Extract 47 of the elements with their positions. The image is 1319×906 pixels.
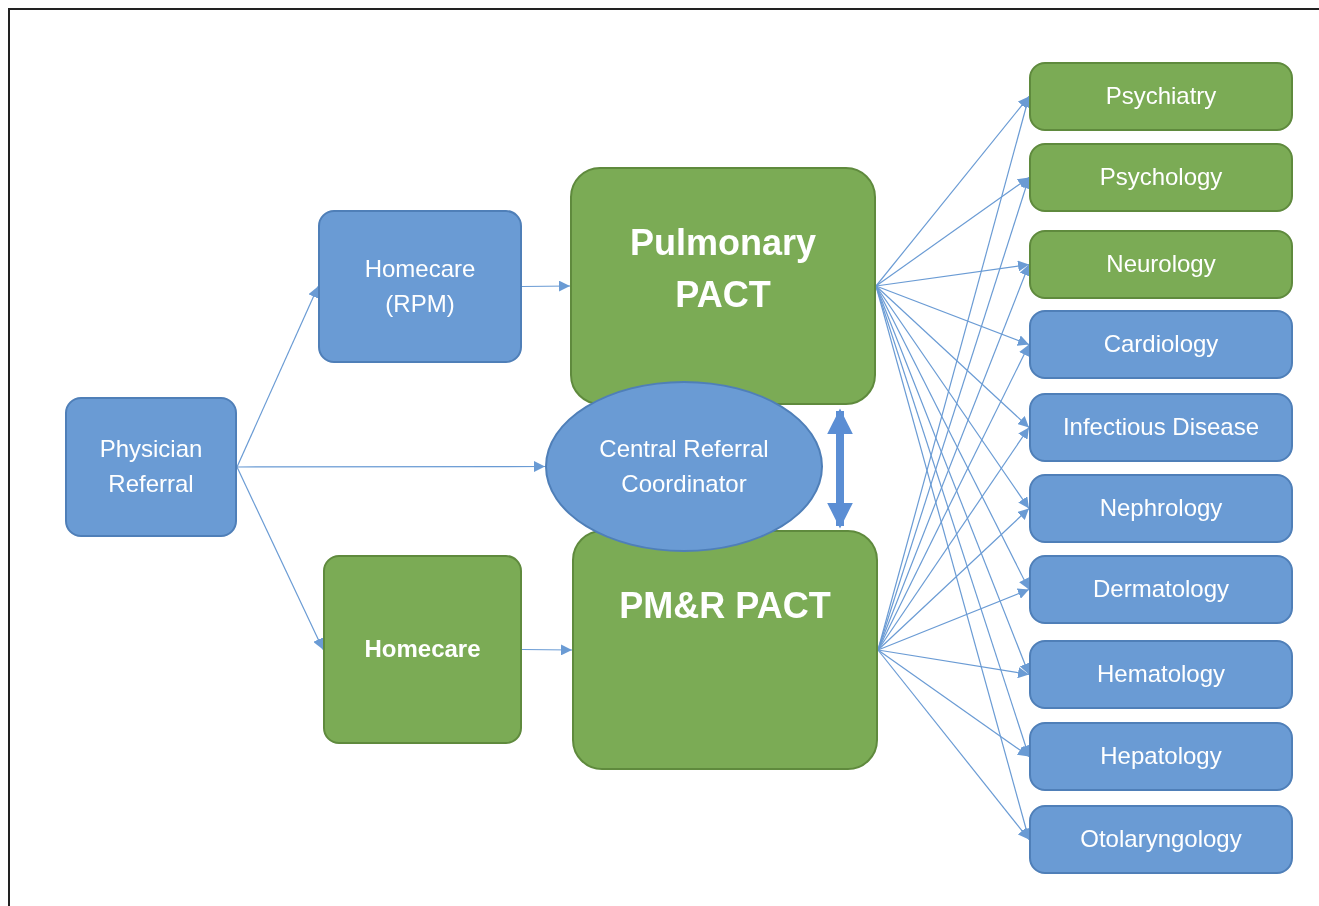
arrow: [877, 649, 1030, 679]
node-label: Infectious Disease: [1062, 412, 1260, 443]
process-box: [1029, 393, 1293, 462]
node-label: Psychology: [1099, 162, 1223, 193]
process-box: [1029, 62, 1293, 131]
process-box: [1029, 230, 1293, 299]
process-box: [570, 167, 876, 405]
node-label: Homecare: [364, 634, 481, 665]
arrow: [521, 280, 571, 292]
process-box: [1029, 805, 1293, 874]
node-label: Homecare (RPM): [363, 253, 477, 319]
arrow: [875, 285, 1030, 429]
arrow: [875, 260, 1030, 287]
node-label: PM&R PACT: [619, 584, 831, 628]
arrow: [521, 644, 573, 656]
arrow: [236, 461, 546, 472]
arrow: [875, 176, 1030, 287]
node-label: Physician Referral: [98, 434, 204, 499]
double-arrow: [827, 408, 853, 529]
node-label: Psychiatry: [1105, 81, 1217, 112]
node-label: Cardiology: [1103, 329, 1219, 360]
node-label: Hematology: [1096, 659, 1226, 690]
node-label: Central Referral Coordinator: [598, 433, 770, 499]
process-box: [1029, 555, 1293, 624]
arrow: [877, 649, 1030, 758]
process-box: [323, 555, 522, 744]
process-box: [1029, 143, 1293, 212]
node-label: Nephrology: [1099, 493, 1223, 524]
arrow: [875, 95, 1030, 287]
node-label: Hepatology: [1100, 741, 1222, 772]
arrow: [877, 507, 1030, 651]
process-box: [572, 530, 878, 770]
arrow: [236, 285, 319, 468]
process-box: [1029, 640, 1293, 709]
node-label: Dermatology: [1092, 574, 1230, 605]
process-box: [65, 397, 237, 537]
arrow: [236, 466, 324, 651]
arrow: [877, 649, 1030, 841]
arrow: [875, 285, 1030, 346]
process-box: [1029, 722, 1293, 791]
node-label: Pulmonary PACT: [628, 221, 817, 318]
process-box: [1029, 474, 1293, 543]
process-box: [318, 210, 522, 363]
arrow: [877, 588, 1030, 651]
process-box: [1029, 310, 1293, 379]
node-label: Otolaryngology: [1080, 824, 1242, 855]
node-label: Neurology: [1106, 249, 1216, 280]
